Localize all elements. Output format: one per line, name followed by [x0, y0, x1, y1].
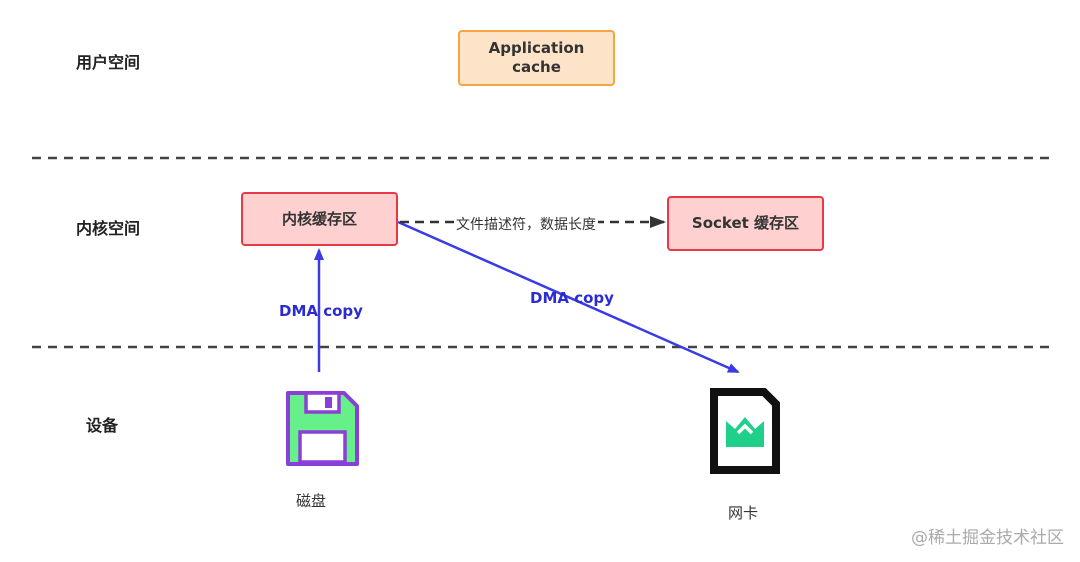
nic-icon — [710, 388, 780, 474]
dma-arrow-kernel-to-nic — [397, 220, 740, 374]
application-cache-line2: cache — [512, 58, 561, 76]
nic-caption: 网卡 — [728, 504, 759, 522]
layer-label-device: 设备 — [86, 416, 119, 435]
layer-label-user: 用户空间 — [76, 53, 141, 72]
layer-label-kernel: 内核空间 — [76, 219, 141, 238]
kernel-buffer-label: 内核缓存区 — [281, 209, 357, 228]
disk-caption: 磁盘 — [296, 492, 327, 510]
watermark: @稀土掘金技术社区 — [911, 528, 1064, 548]
application-cache-box: Application cache — [458, 30, 615, 86]
edge-label-kernel-to-nic: DMA copy — [530, 289, 614, 307]
kernel-buffer-box: 内核缓存区 — [241, 192, 398, 246]
application-cache-line1: Application — [488, 39, 585, 58]
edge-label-disk-to-kernel: DMA copy — [279, 302, 363, 320]
socket-buffer-box: Socket 缓存区 — [667, 196, 824, 251]
disk-icon — [286, 391, 359, 466]
edge-label-kernel-to-socket: 文件描述符，数据长度 — [454, 214, 598, 234]
socket-buffer-label: Socket 缓存区 — [691, 214, 800, 233]
